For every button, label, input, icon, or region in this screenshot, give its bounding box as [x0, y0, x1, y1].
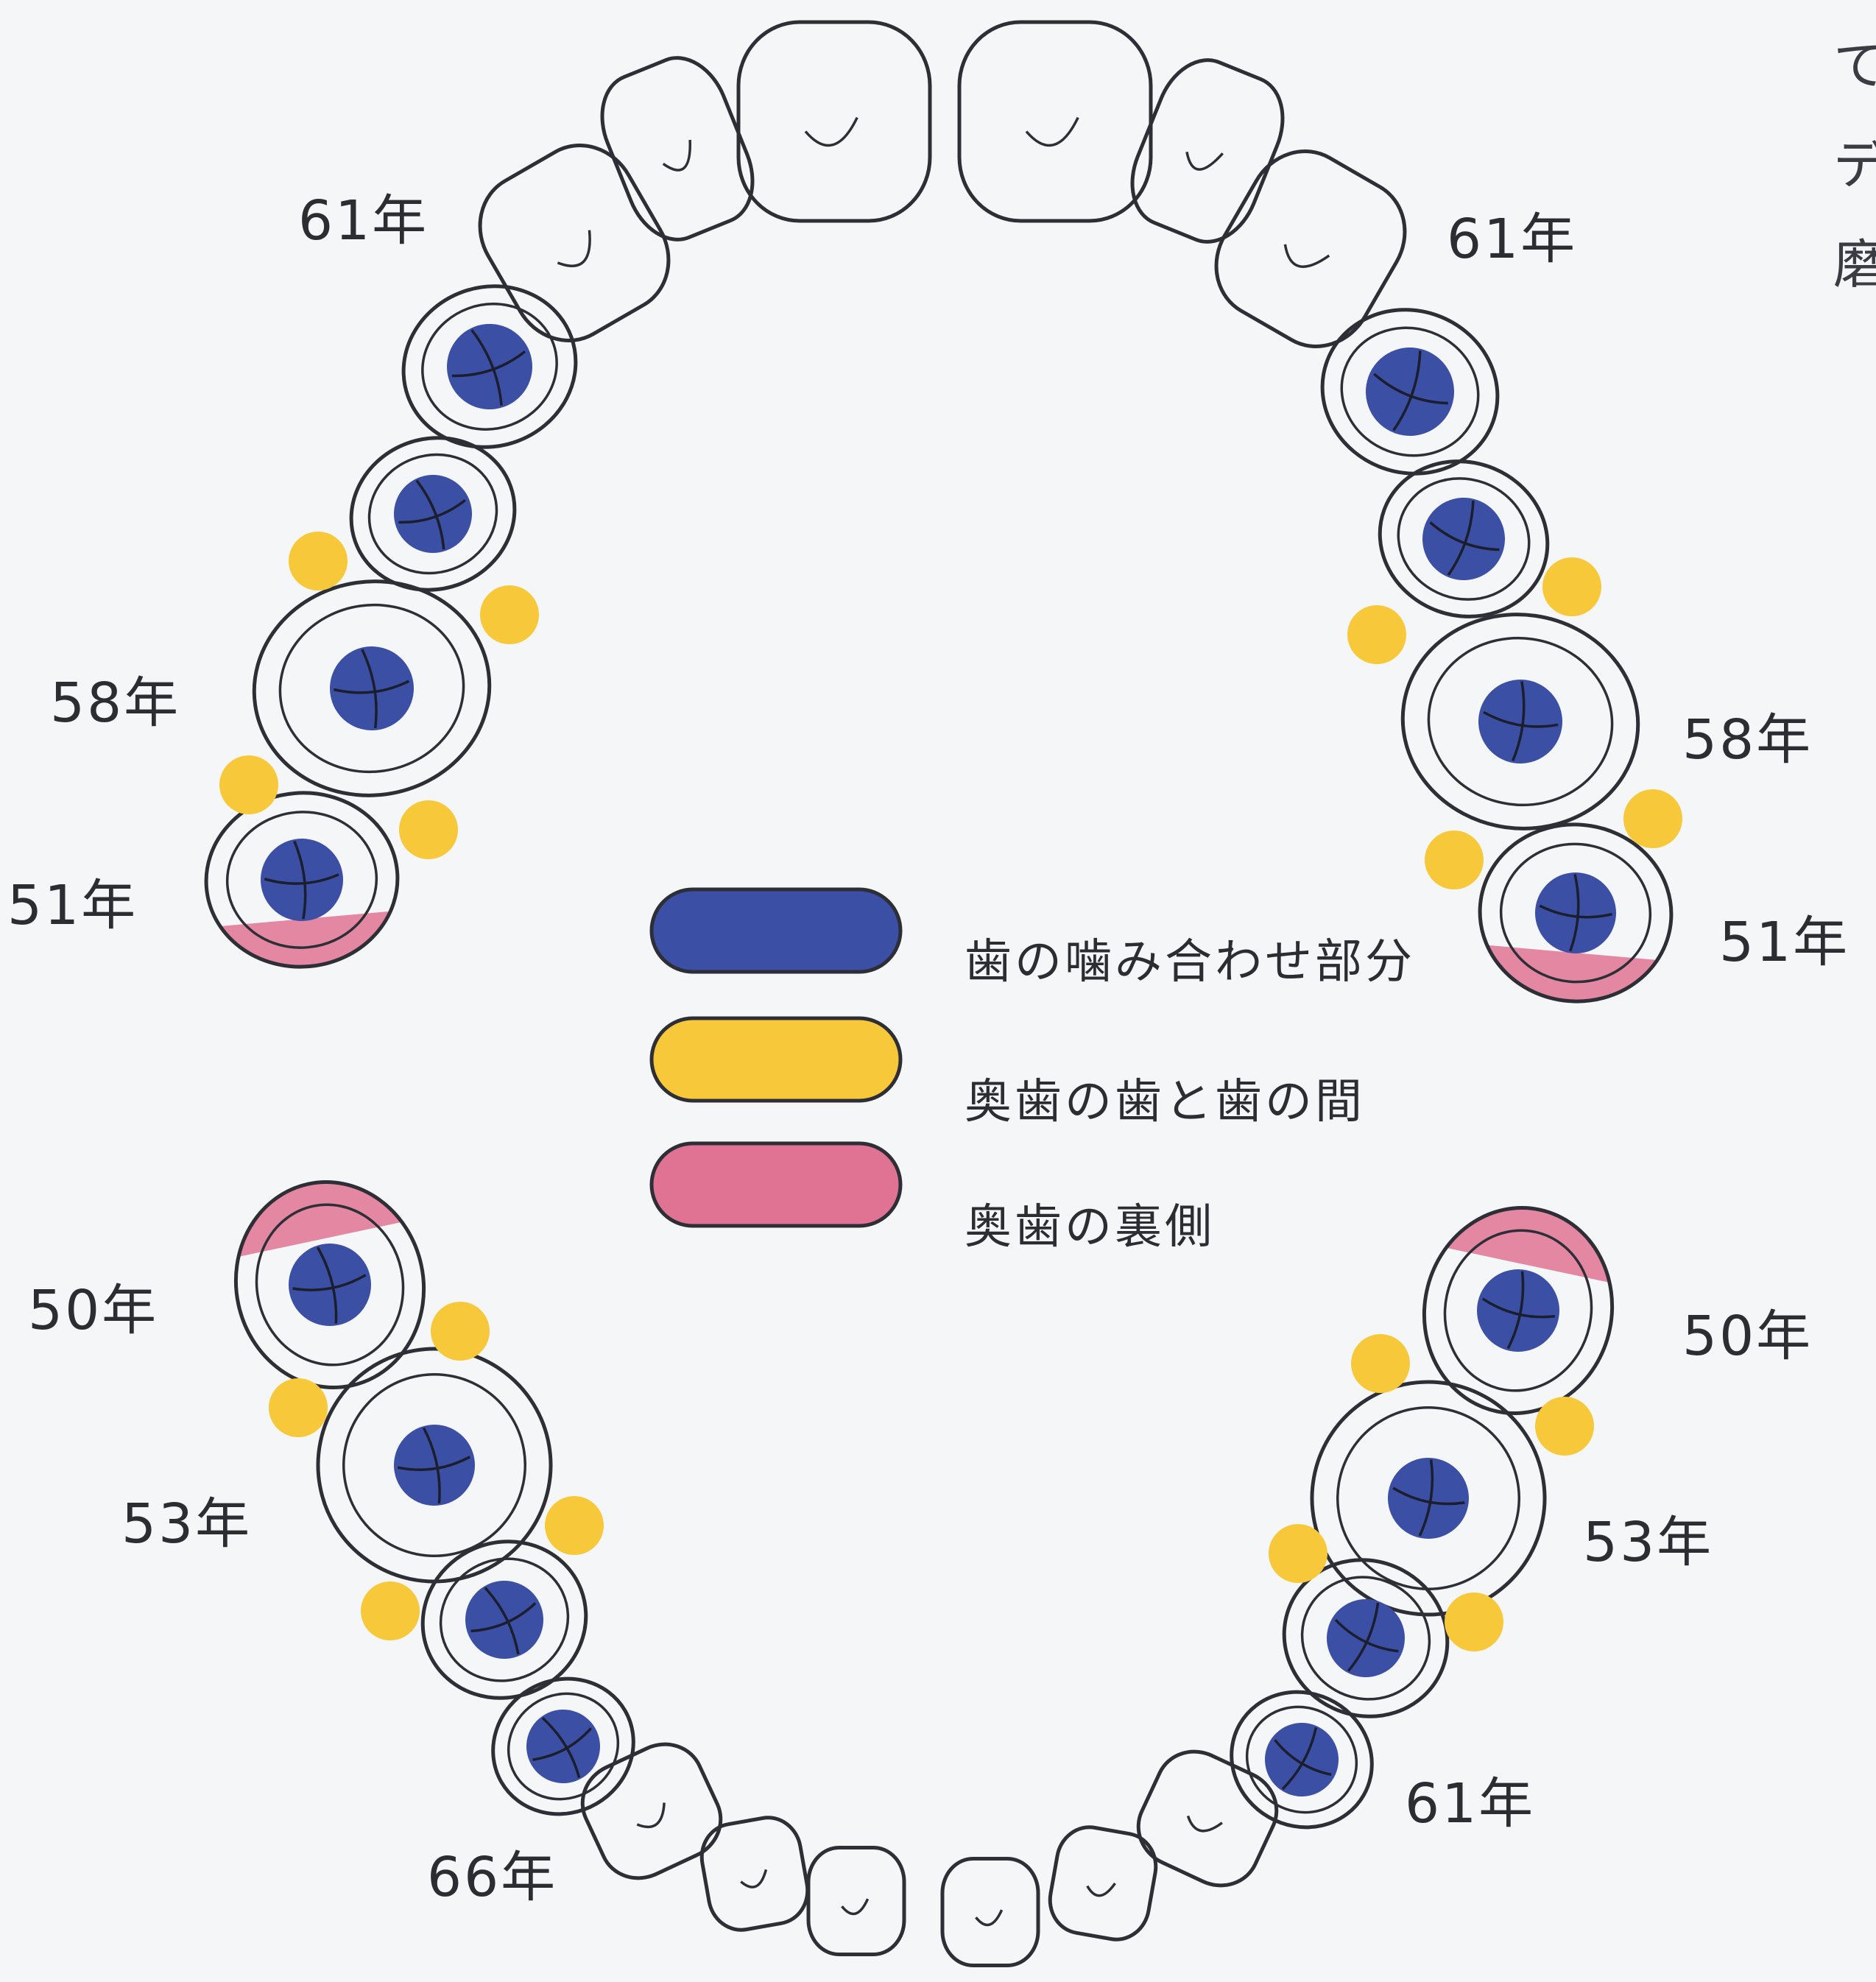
tooth-lower-left-premolar2 — [420, 1540, 588, 1700]
tooth-lower-right-molar2 — [1422, 1190, 1632, 1415]
interproximal-marker — [1542, 557, 1601, 616]
tooth-upper-right-premolar1 — [1320, 308, 1500, 476]
edge-text-1: て — [1833, 35, 1876, 96]
year-label-lower-right-molar1: 53年 — [1583, 1511, 1714, 1574]
year-label-upper-left-molar1: 58年 — [50, 671, 181, 735]
interproximal-marker — [480, 585, 539, 644]
tooth-lower-left-lateral — [699, 1816, 810, 1932]
interproximal-marker — [1535, 1397, 1594, 1456]
interproximal-marker — [1347, 605, 1406, 664]
occlusal-marker — [330, 646, 414, 730]
tooth-upper-right-lateral — [1130, 58, 1285, 244]
legend-swatch-interproximal — [649, 1016, 903, 1103]
year-label-lower-right-premolar: 61年 — [1405, 1772, 1536, 1835]
tooth-lower-right-canine — [1136, 1749, 1279, 1888]
tooth-lower-right-lateral — [1048, 1825, 1158, 1942]
interproximal-marker — [399, 800, 458, 859]
tooth-upper-left-lateral — [600, 56, 755, 241]
tooth-lower-left-central — [806, 1846, 906, 1956]
interproximal-marker — [1351, 1334, 1410, 1393]
edge-text-2: デ — [1833, 134, 1876, 196]
legend-swatch-lingual — [649, 1141, 903, 1228]
occlusal-marker — [1388, 1458, 1469, 1539]
edge-text-3: 磨 — [1833, 233, 1876, 295]
occlusal-marker — [1478, 680, 1562, 763]
occlusal-marker — [1327, 1599, 1405, 1677]
occlusal-marker — [1535, 872, 1616, 953]
year-label-upper-left-molar2: 51年 — [7, 874, 138, 937]
tooth-upper-right-canine — [1214, 149, 1407, 348]
tooth-lower-right-central — [940, 1857, 1040, 1967]
tooth-lower-right-premolar1 — [1230, 1690, 1374, 1830]
occlusal-marker — [1366, 348, 1454, 436]
tooth-upper-left-central — [736, 20, 932, 223]
tooth-upper-right-molar1 — [1400, 613, 1640, 830]
interproximal-marker — [289, 532, 348, 590]
year-label-upper-right-molar1: 58年 — [1682, 708, 1813, 772]
tooth-upper-left-molar2 — [204, 791, 405, 975]
tooth-upper-left-premolar1 — [401, 284, 578, 449]
interproximal-marker — [361, 1581, 420, 1640]
tooth-upper-right-premolar2 — [1378, 459, 1550, 618]
occlusal-marker — [465, 1581, 543, 1659]
occlusal-marker — [1265, 1723, 1339, 1796]
year-label-lower-right-molar2: 50年 — [1682, 1305, 1813, 1368]
occlusal-marker — [447, 324, 532, 409]
tooth-lower-left-molar2 — [216, 1164, 426, 1389]
tooth-lower-left-molar1 — [316, 1347, 553, 1584]
tooth-lower-left-canine — [580, 1742, 723, 1880]
legend-text-lingual: 奥歯の裏側 — [965, 1200, 1215, 1255]
year-label-upper-right-premolar: 61年 — [1447, 208, 1578, 271]
year-label-upper-left-premolar: 61年 — [298, 189, 429, 253]
tooth-upper-left-molar1 — [252, 579, 492, 797]
legend-text-occlusal: 歯の噛み合わせ部分 — [965, 935, 1415, 990]
occlusal-marker — [394, 1425, 475, 1506]
occlusal-marker — [289, 1244, 371, 1326]
interproximal-marker — [431, 1302, 490, 1361]
tooth-lower-right-molar1 — [1310, 1380, 1547, 1617]
interproximal-marker — [545, 1496, 604, 1555]
interproximal-marker — [1623, 789, 1682, 848]
occlusal-marker — [1477, 1269, 1559, 1352]
occlusal-marker — [526, 1710, 600, 1783]
year-label-lower-left-molar1: 53年 — [121, 1492, 253, 1556]
year-label-lower-left-molar2: 50年 — [28, 1279, 159, 1342]
interproximal-marker — [1445, 1593, 1503, 1651]
occlusal-marker — [261, 839, 343, 921]
tooth-lower-right-premolar2 — [1282, 1558, 1450, 1718]
legend-text-interproximal: 奥歯の歯と歯の間 — [965, 1075, 1365, 1129]
tooth-upper-left-canine — [478, 144, 671, 342]
legend-swatch-occlusal — [649, 887, 903, 974]
interproximal-marker — [269, 1378, 328, 1437]
occlusal-marker — [1422, 498, 1505, 580]
interproximal-marker — [1425, 830, 1484, 889]
year-label-lower-left-canine: 66年 — [427, 1846, 558, 1909]
interproximal-marker — [219, 755, 278, 814]
tooth-lower-left-premolar1 — [491, 1676, 635, 1816]
occlusal-marker — [394, 475, 472, 553]
interproximal-marker — [1269, 1524, 1327, 1583]
tooth-upper-left-premolar2 — [349, 436, 517, 592]
tooth-upper-right-central — [957, 20, 1153, 223]
year-label-upper-right-molar2: 51年 — [1719, 911, 1850, 974]
